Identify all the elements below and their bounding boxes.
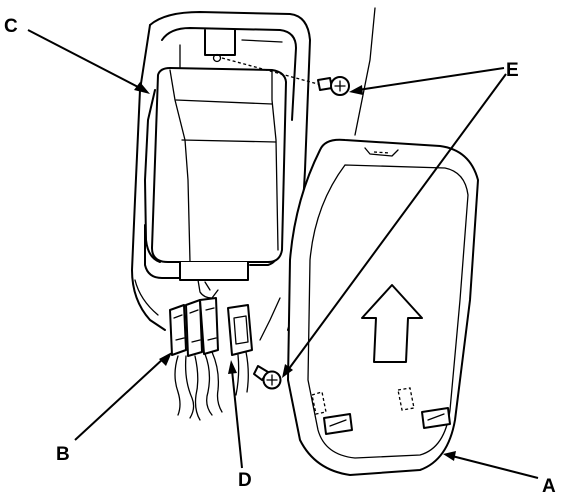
lower-screw bbox=[253, 365, 282, 390]
control-unit bbox=[144, 53, 287, 281]
leader-d bbox=[231, 369, 243, 469]
leader-b bbox=[74, 357, 165, 441]
callout-label-c: C bbox=[4, 16, 18, 37]
arrowhead-b bbox=[159, 352, 172, 366]
wire-bundle bbox=[174, 297, 281, 421]
connectors bbox=[169, 297, 219, 357]
arrowhead-e-lower bbox=[282, 364, 293, 378]
arrowhead-a bbox=[443, 451, 456, 461]
leader-e-upper bbox=[357, 67, 505, 91]
leader-a bbox=[451, 455, 539, 479]
arrowhead-e-upper bbox=[349, 85, 363, 95]
arrowhead-c bbox=[134, 82, 150, 94]
callout-label-b: B bbox=[56, 444, 70, 465]
leader-c bbox=[27, 29, 141, 89]
callout-label-a: A bbox=[542, 476, 556, 497]
callout-labels: C E B D A bbox=[4, 16, 556, 497]
connector bbox=[227, 304, 253, 356]
upper-screw bbox=[221, 57, 350, 96]
wire-harness bbox=[197, 279, 219, 299]
callout-label-d: D bbox=[238, 470, 252, 491]
cover bbox=[287, 138, 479, 476]
callout-label-e: E bbox=[506, 60, 519, 81]
leader-e-lower bbox=[287, 73, 507, 371]
leader-lines bbox=[27, 29, 539, 479]
arrowhead-d bbox=[228, 360, 237, 374]
